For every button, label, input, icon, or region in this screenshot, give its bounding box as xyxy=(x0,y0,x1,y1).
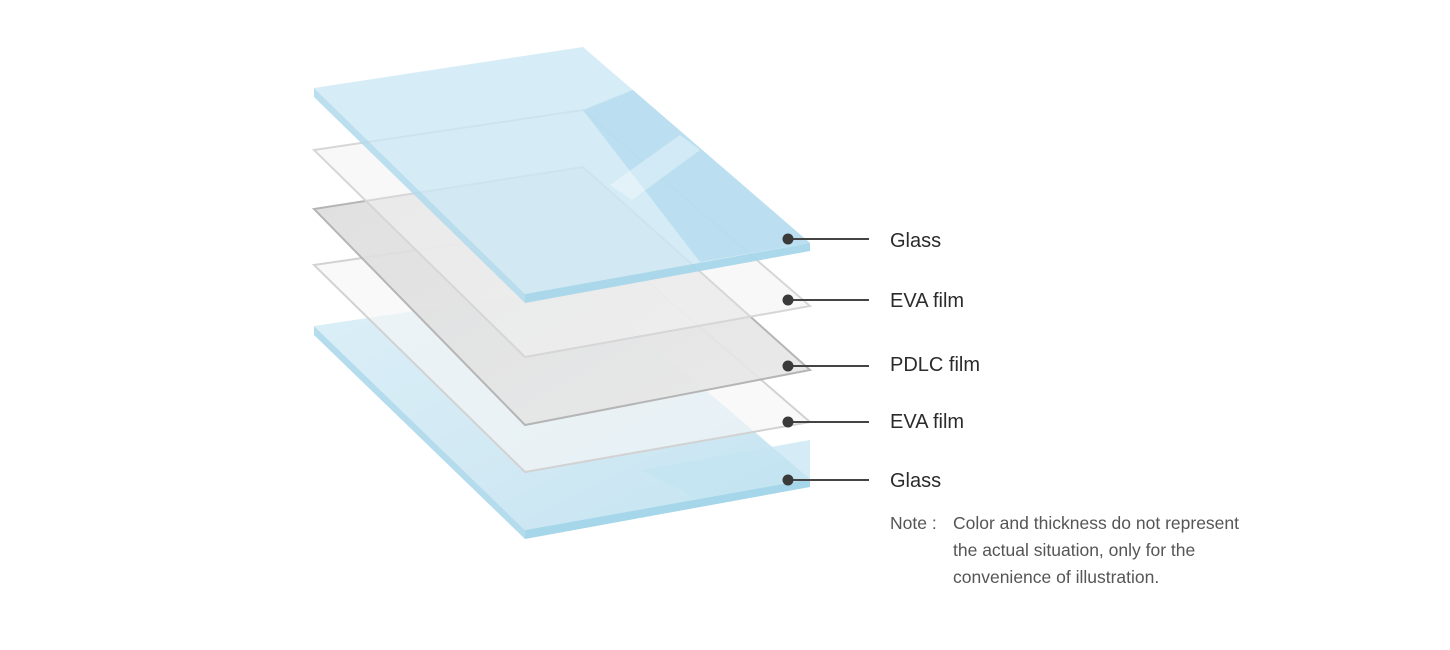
leader-line-4 xyxy=(782,474,869,486)
leader-dot-1 xyxy=(782,294,794,306)
glass-top-edge xyxy=(314,88,525,303)
glass-bottom-highlight xyxy=(640,440,810,499)
leader-dot-0 xyxy=(782,233,794,245)
note-text: Color and thickness do not represent the… xyxy=(953,513,1239,587)
layer-label-eva-film-upper: EVA film xyxy=(890,290,965,312)
leader-dot-4 xyxy=(782,474,794,486)
glass-bottom-edge-front xyxy=(525,479,810,539)
leader-dot-2 xyxy=(782,360,794,372)
glass-panel-top xyxy=(314,47,810,303)
glass-top-highlight xyxy=(583,90,810,262)
layer-label-pdlc-film: PDLC film xyxy=(890,354,981,376)
leader-line-1 xyxy=(782,294,869,306)
layer-label-eva-film-lower: EVA film xyxy=(890,411,965,433)
note-prefix: Note : xyxy=(890,513,937,533)
leader-line-0 xyxy=(782,233,869,245)
glass-top-shine xyxy=(610,135,700,200)
glass-top-edge-front xyxy=(525,243,810,303)
leader-line-2 xyxy=(782,360,869,372)
glass-bottom-edge xyxy=(314,326,525,539)
leader-dot-3 xyxy=(782,416,794,428)
layer-label-glass-bottom: Glass xyxy=(890,470,942,492)
layer-label-glass-top: Glass xyxy=(890,230,942,252)
leader-line-3 xyxy=(782,416,869,428)
